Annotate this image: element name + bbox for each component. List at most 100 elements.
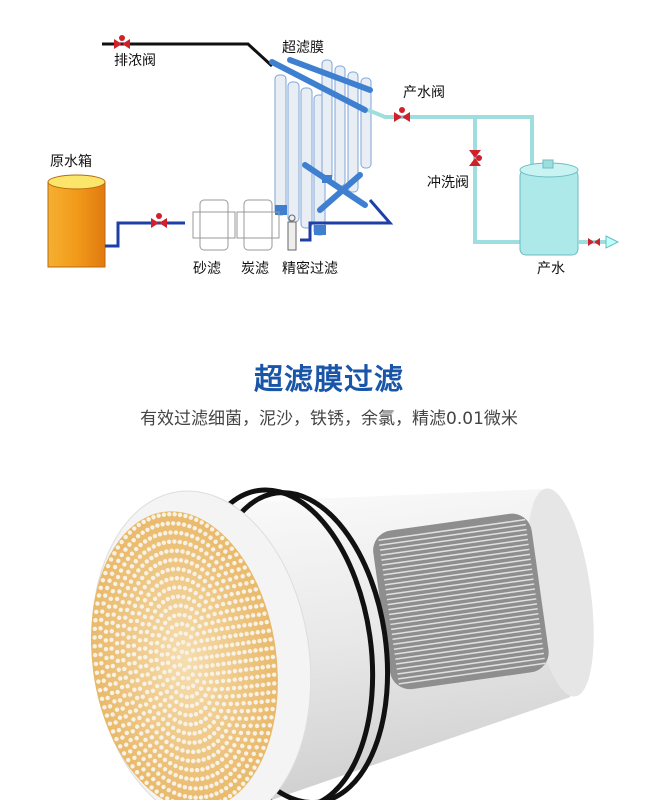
perforation-dot [188,515,194,520]
perforation-dot [98,626,103,631]
perforation-dot [234,723,240,728]
pleat-line [393,622,540,645]
perforation-dot [120,640,125,645]
perforation-dot [116,727,122,733]
perforation-dot [265,730,271,736]
perforation-dot [189,606,194,612]
perforation-dot [271,672,277,677]
perforation-dot [233,616,239,621]
perforation-dot [125,683,130,689]
perforation-dot [133,626,138,631]
perforation-dot [145,718,150,723]
perforation-dot [208,605,213,610]
perforation-dot [246,640,251,645]
perforation-dot [228,782,233,787]
perforated-end-face [90,511,278,800]
perforation-dot [156,771,161,776]
perforation-dot [211,719,217,725]
perforation-dot [215,653,220,659]
perforation-dot [98,634,103,640]
perforation-dot [202,646,207,651]
perforation-dot [101,601,106,606]
perforation-dot [146,772,151,777]
perforation-dot [180,675,186,681]
perforation-dot [255,630,260,635]
perforation-dot [127,542,132,547]
perforation-dot [188,634,194,640]
perforation-dot [203,705,208,711]
perforation-dot [182,586,188,591]
perforation-dot [125,556,131,562]
perforation-dot [223,571,228,576]
perforation-dot [194,701,200,707]
perforation-dot [118,607,123,613]
perforation-dot [146,592,151,597]
perforation-dot [167,760,173,766]
perforation-dot [184,650,190,656]
perforation-dot [193,795,198,800]
perforation-dot [205,591,211,597]
perforation-dot [225,562,230,568]
perforation-dot [247,622,253,627]
perforation-dot [117,698,123,703]
perforation-dot [166,539,172,545]
perforation-dot [210,620,215,625]
perforation-dot [187,523,192,529]
perforation-dot [207,700,212,706]
outlet-valve-icon [588,238,600,246]
perforation-dot [213,627,219,633]
perforation-dot [122,592,128,598]
perforation-dot [193,786,198,791]
pleat-line [391,608,538,631]
perforation-dot [94,609,99,615]
perforation-dot [178,558,184,563]
perforation-dot [166,778,171,784]
perforation-dot [189,703,195,708]
perforation-dot [120,599,125,605]
perforation-dot [241,769,246,774]
perforation-dot [226,660,232,666]
perforation-dot [223,775,229,780]
perforation-dot [260,691,265,696]
perforation-dot [245,614,250,619]
perforation-dot [99,696,105,702]
perforation-dot [243,684,248,689]
perforation-dot [219,757,225,762]
perforation-dot [220,678,226,684]
perforation-dot [232,677,237,682]
perforation-dot [175,594,181,599]
perforation-dot [169,684,174,690]
perforation-dot [199,547,204,553]
perforation-dot [177,585,182,590]
perforation-dot [95,601,100,606]
pleat-line [394,632,542,655]
perforation-dot [229,568,235,574]
perforation-dot [223,593,228,599]
perforation-dot [149,641,154,646]
perforation-dot [242,692,248,698]
perforation-dot [211,752,216,758]
perforation-dot [193,640,198,645]
perforation-dot [105,664,110,670]
perforation-dot [165,677,170,683]
perforation-dot [243,676,249,681]
perforation-dot [177,662,183,668]
perforation-dot [243,716,249,721]
perforation-dot [120,631,126,637]
perforation-dot [141,756,146,762]
perforation-dot [146,762,151,767]
perforation-dot [219,734,225,739]
perforation-dot [129,679,135,684]
perforation-dot [204,655,209,660]
perforation-dot [104,713,110,718]
perforation-dot [210,597,215,602]
perforation-dot [167,703,172,708]
pleat-line [389,598,537,621]
perforation-dot [228,735,233,740]
perforation-dot [218,544,223,549]
perforation-dot [216,635,222,641]
perforation-dot [154,657,159,663]
perforation-dot [114,596,120,602]
perforation-dot [192,740,197,745]
perforation-dot [207,734,212,740]
